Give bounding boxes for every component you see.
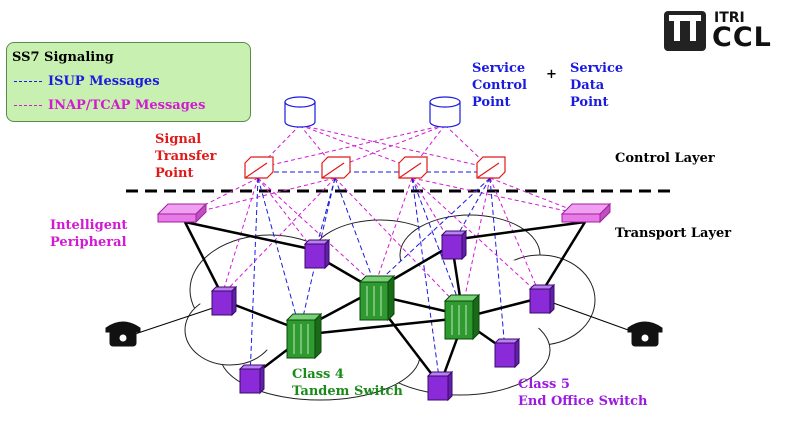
class4-label-line2: Tandem Switch (292, 384, 403, 399)
eo-switch-5 (493, 337, 521, 369)
telephone-icon-left (105, 321, 141, 347)
eo-switch-3 (440, 229, 468, 261)
class5-label: Class 5 End Office Switch (518, 376, 648, 410)
control-layer-label: Control Layer (615, 151, 715, 166)
legend-inap: INAP/TCAP Messages (14, 98, 205, 113)
ip-icon-right (560, 202, 612, 224)
scp-label-line1: Service (472, 61, 526, 76)
stp-icon-4 (476, 156, 506, 179)
eo-switch-7 (426, 370, 454, 402)
sdp-label-line1: Service (570, 61, 624, 76)
legend-isup: ISUP Messages (14, 74, 160, 89)
tandem-switches (285, 274, 481, 360)
stp-icon-3 (398, 156, 428, 179)
isup-links (249, 171, 506, 386)
sdp-database-icon (429, 96, 461, 128)
ip-label-line1: Intelligent (50, 218, 128, 233)
eo-switch-6 (238, 363, 266, 395)
ip-label: Intelligent Peripheral (50, 217, 127, 251)
logo-itri-text: ITRI (714, 10, 745, 26)
sdp-label: Service Data Point (570, 60, 623, 111)
class4-label: Class 4 Tandem Switch (292, 366, 403, 400)
stp-label-line1: Signal (155, 132, 202, 147)
legend-isup-label: ISUP Messages (48, 74, 160, 89)
scp-label: Service Control Point (472, 60, 527, 111)
sdp-label-line2: Data (570, 78, 605, 93)
legend-title: SS7 Signaling (12, 50, 114, 65)
end-office-switches (210, 229, 556, 402)
class5-label-line1: Class 5 (518, 377, 570, 392)
inap-line-sample (14, 105, 42, 106)
itri-logo-icon (663, 10, 707, 52)
scp-label-line3: Point (472, 95, 511, 110)
tandem-switch-2 (358, 274, 396, 322)
stp-label: Signal Transfer Point (155, 131, 216, 182)
scp-label-line2: Control (472, 78, 527, 93)
isup-line-sample (14, 81, 42, 82)
scp-database-icon (284, 96, 316, 128)
tandem-switch-1 (285, 312, 323, 360)
legend-inap-label: INAP/TCAP Messages (48, 98, 206, 113)
stp-icon-2 (321, 156, 351, 179)
ip-label-line2: Peripheral (50, 235, 127, 250)
tandem-switch-3 (443, 293, 481, 341)
eo-switch-4 (528, 283, 556, 315)
stp-icons (244, 156, 506, 179)
telephone-icon-right (627, 321, 663, 347)
eo-switch-1 (210, 285, 238, 317)
logo-ccl-text: CCL (712, 22, 772, 53)
phone-links (131, 299, 643, 336)
stp-label-line2: Transfer (155, 149, 217, 164)
sdp-label-line3: Point (570, 95, 609, 110)
class5-label-line2: End Office Switch (518, 394, 648, 409)
legend-box (6, 42, 251, 122)
class4-label-line1: Class 4 (292, 367, 344, 382)
plus-sign: + (546, 67, 557, 82)
stp-icon-1 (244, 156, 274, 179)
eo-switch-2 (303, 238, 331, 270)
stp-label-line3: Point (155, 166, 194, 181)
transport-layer-label: Transport Layer (615, 226, 732, 241)
ip-icon-left (156, 202, 208, 224)
